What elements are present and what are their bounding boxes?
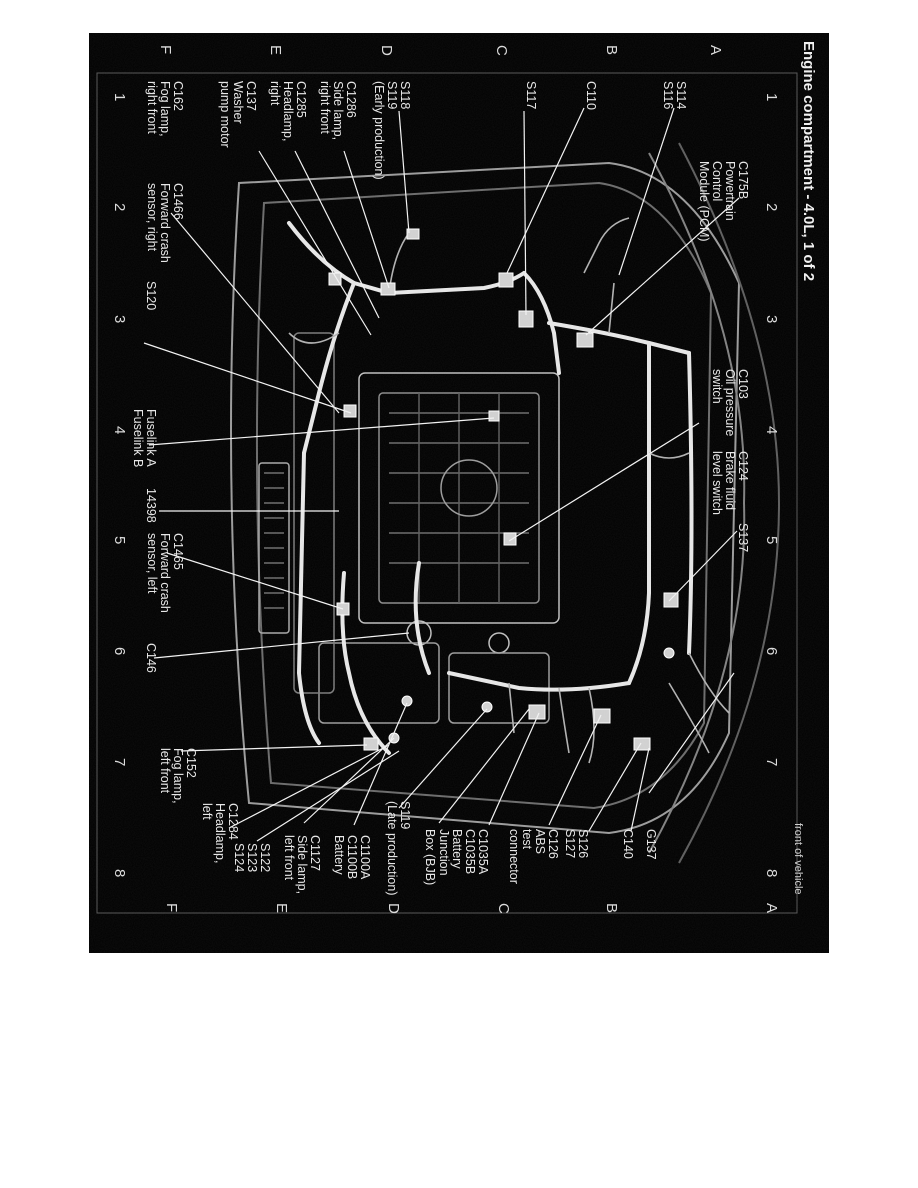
grid-col-6-top: 6 — [763, 647, 780, 656]
diagram-sheet: Engine compartment - 4.0L, 1 of 2 A B C … — [89, 33, 829, 953]
grid-col-2-bottom: 2 — [111, 203, 128, 212]
callout-fuselink: Fuselink A Fuselink B — [130, 409, 158, 468]
diagram-title: Engine compartment - 4.0L, 1 of 2 — [800, 41, 817, 282]
grid-col-1-bottom: 1 — [111, 93, 128, 102]
grid-row-c-top: C — [493, 45, 510, 56]
callout-c1127: C1127 Side lamp, left front — [281, 835, 322, 895]
callout-c1286: C1286 Side lamp, right front — [317, 81, 358, 141]
grid-row-f-bottom: F — [163, 903, 180, 913]
callout-c110: C110 — [584, 81, 598, 110]
grid-row-b-top: B — [603, 45, 620, 56]
callout-s120: S120 — [144, 281, 158, 311]
grid-col-7-top: 7 — [763, 758, 780, 767]
grid-row-d-bottom: D — [385, 903, 402, 914]
callout-c1466: C1466 Forward crash sensor, right — [144, 183, 185, 263]
grid-col-4-top: 4 — [763, 426, 780, 435]
grid-row-a-bottom: A — [763, 903, 780, 914]
engine-compartment-drawing — [89, 33, 829, 953]
callout-c124: C124 Brake fluid level switch — [709, 451, 750, 515]
callout-c1285: C1285 Headlamp, right — [267, 81, 308, 142]
callout-s137: S137 — [736, 523, 750, 553]
front-of-vehicle-note: front of vehicle — [792, 823, 804, 895]
callout-s117: S117 — [524, 81, 538, 110]
callout-c152: C152 Fog lamp, left front — [157, 748, 198, 804]
grid-col-8-bottom: 8 — [111, 869, 128, 878]
callout-s118: S118 S119 (Early production) — [371, 81, 412, 180]
grid-row-e-top: E — [267, 45, 284, 56]
grid-row-a-top: A — [707, 45, 724, 56]
grid-col-4-bottom: 4 — [111, 426, 128, 435]
callout-g137: G137 — [644, 829, 658, 860]
grid-col-7-bottom: 7 — [111, 758, 128, 767]
callout-c1100: C1100A C1100B Battery — [331, 835, 372, 880]
callout-c126: C126 ABS test connector — [506, 829, 560, 884]
grid-col-2-top: 2 — [763, 203, 780, 212]
callout-c146: C146 — [144, 643, 158, 673]
callout-c140: C140 — [621, 829, 635, 859]
callout-s126: S126 S127 — [562, 829, 590, 859]
callout-14398: 14398 — [144, 488, 158, 523]
callout-s122: S122 S123 S124 — [231, 843, 272, 873]
grid-row-e-bottom: E — [273, 903, 290, 914]
grid-row-d-top: D — [378, 45, 395, 56]
grid-col-3-top: 3 — [763, 315, 780, 324]
callout-c175b: C175B Powertrain Control Module (PCM) — [696, 161, 750, 242]
callout-bjb: C1035A C1035B Battery Junction Box (BJB) — [423, 829, 491, 886]
callout-s119-late: S119 (Late production) — [384, 801, 412, 896]
grid-col-6-bottom: 6 — [111, 647, 128, 656]
grid-row-b-bottom: B — [603, 903, 620, 914]
callout-c1465: C1465 Forward crash sensor, left — [144, 533, 185, 613]
grid-col-5-bottom: 5 — [111, 536, 128, 545]
grid-col-8-top: 8 — [763, 869, 780, 878]
grid-col-1-top: 1 — [763, 93, 780, 102]
callout-s114: S114 S116 — [660, 81, 688, 110]
grid-row-f-top: F — [157, 45, 174, 55]
grid-row-c-bottom: C — [495, 903, 512, 914]
callout-c137: C137 Washer pump motor — [217, 81, 258, 148]
grid-col-3-bottom: 3 — [111, 315, 128, 324]
grid-col-5-top: 5 — [763, 536, 780, 545]
callout-c162: C162 Fog lamp, right front — [144, 81, 185, 137]
callout-c103: C103 Oil pressure switch — [709, 369, 750, 437]
